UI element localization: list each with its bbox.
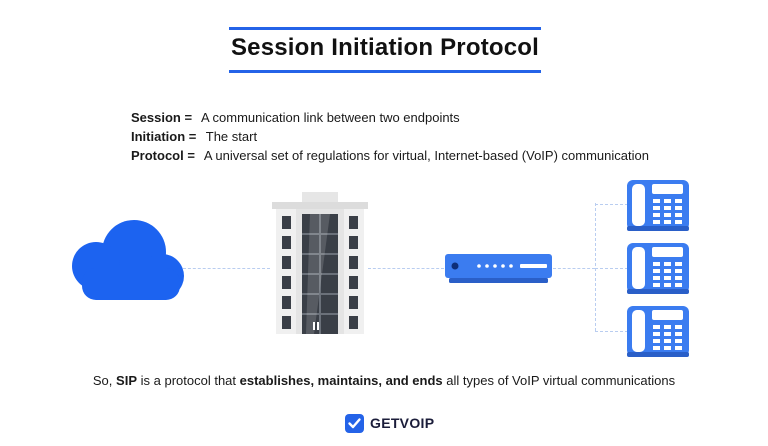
definition-session: Session = A communication link between t… bbox=[131, 110, 460, 125]
connector-cloud-building bbox=[178, 268, 270, 269]
title-rule-bottom bbox=[229, 70, 541, 73]
definition-text: The start bbox=[205, 129, 258, 144]
connector-hub-vertical bbox=[595, 203, 596, 331]
summary-middle: is a protocol that bbox=[140, 373, 237, 388]
brand-logo: GETVOIP bbox=[345, 413, 434, 433]
summary-sentence: So, SIP is a protocol that establishes, … bbox=[0, 373, 768, 388]
definition-term: Session = bbox=[131, 110, 193, 125]
checkmark-icon bbox=[345, 413, 364, 433]
router-icon bbox=[445, 254, 552, 283]
cloud-icon bbox=[72, 220, 184, 300]
definition-term: Protocol = bbox=[131, 148, 195, 163]
definition-text: A communication link between two endpoin… bbox=[200, 110, 460, 125]
connector-hub-phone-3 bbox=[595, 331, 628, 332]
definition-term: Initiation = bbox=[131, 129, 197, 144]
summary-sip: SIP bbox=[116, 373, 137, 388]
phone-icon bbox=[627, 243, 689, 294]
connector-router-hub bbox=[553, 268, 595, 269]
connector-building-router bbox=[368, 268, 444, 269]
summary-prefix: So, bbox=[92, 373, 113, 388]
summary-emphasis: establishes, maintains, and ends bbox=[239, 373, 443, 388]
summary-suffix: all types of VoIP virtual communications bbox=[446, 373, 676, 388]
building-icon bbox=[272, 192, 368, 334]
connector-hub-phone-1 bbox=[595, 204, 628, 205]
brand-name: GETVOIP bbox=[370, 415, 435, 431]
phone-icon bbox=[627, 306, 689, 357]
page-title: Session Initiation Protocol bbox=[230, 34, 540, 61]
title-rule-top bbox=[229, 27, 541, 30]
definition-initiation: Initiation = The start bbox=[131, 129, 257, 144]
phone-icon bbox=[627, 180, 689, 231]
connector-hub-phone-2 bbox=[595, 268, 628, 269]
definition-protocol: Protocol = A universal set of regulation… bbox=[131, 148, 649, 163]
definition-text: A universal set of regulations for virtu… bbox=[203, 148, 649, 163]
